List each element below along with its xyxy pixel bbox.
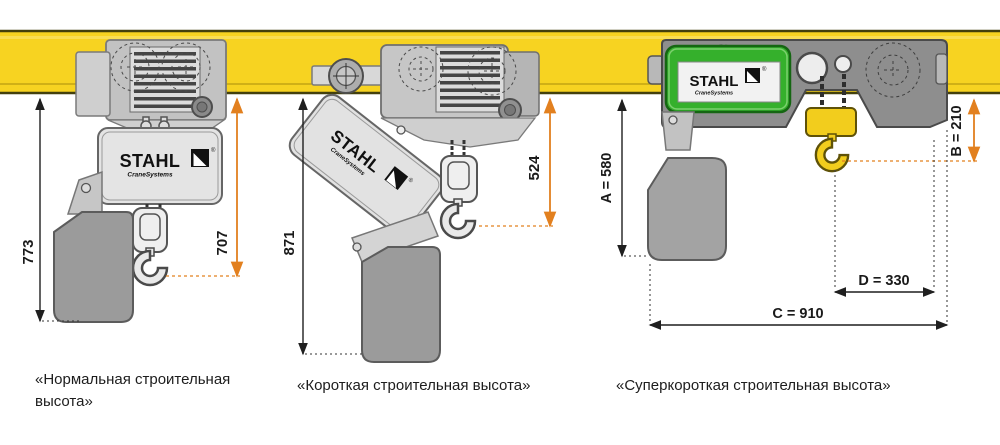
dimension-total-height-871: 871 [281, 97, 362, 356]
caption-normal-line2: высота» [35, 393, 93, 410]
dimension-label-871: 871 [281, 230, 298, 255]
hoist-super-short-headroom: STAHL ® CraneSystems ® [599, 39, 981, 330]
bag-link [350, 211, 440, 263]
limit-knob [834, 55, 852, 73]
trolley-underside [380, 117, 537, 148]
hoist-normal-headroom: STAHL CraneSystems ® 773 [20, 39, 244, 323]
caption-short: «Короткая строительная высота» [297, 377, 530, 394]
hoist-short-headroom: STAHL CraneSystems ® 871 [281, 44, 557, 363]
stahl-logo: STAHL CraneSystems ® [120, 147, 216, 179]
stahl-logo: STAHL ® CraneSystems ® [690, 66, 767, 97]
trolley-wheel-hidden-right [161, 42, 211, 92]
hook-housing [440, 155, 478, 203]
pivot-bolt [396, 125, 406, 135]
trolley-wheel-hidden-left [110, 42, 160, 92]
side-bracket [75, 51, 111, 117]
registered-mark: ® [762, 66, 767, 73]
dimension-label-B: B = 210 [949, 105, 965, 156]
dimension-label-524: 524 [526, 155, 543, 181]
brand-subname: CraneSystems [127, 172, 173, 179]
caption-super-short: «Суперкороткая строительная высота» [616, 377, 891, 394]
trolley-wheel-hidden-right [865, 42, 921, 98]
link-bolt [352, 242, 362, 252]
dimension-A-580: A = 580 [599, 98, 648, 258]
bag-bracket [661, 111, 695, 151]
dimension-label-A: A = 580 [599, 153, 615, 204]
dimension-hook-path-524: 524 [479, 97, 557, 228]
trolley-wheel-hidden-right [467, 46, 517, 96]
hoist-body-tilted: STAHL CraneSystems ® [288, 93, 445, 237]
chain-pulley [795, 51, 829, 85]
green-logo-box: STAHL ® CraneSystems ® [664, 44, 792, 114]
caption-normal-line1: «Нормальная строительная [35, 371, 230, 388]
load-hook [439, 202, 477, 240]
hook-block-yellow [805, 107, 857, 173]
trolley-wheel-hidden-left [398, 46, 444, 92]
captions: «Нормальная строительная высота» «Коротк… [35, 371, 891, 410]
dimension-extension-lines [649, 130, 948, 323]
stahl-logo-triangle [193, 153, 207, 166]
stahl-logo-triangle [386, 170, 397, 189]
dimension-total-height-773: 773 [20, 97, 80, 323]
trolley-unit [75, 39, 227, 132]
brand-subname2: CraneSystems [695, 91, 733, 97]
dimension-hook-path-707: 707 [166, 97, 244, 278]
dimension-label-707: 707 [214, 230, 231, 255]
motor-end-cap-hub [504, 104, 516, 116]
hook-assembly [439, 140, 478, 240]
dimension-label-D: D = 330 [858, 273, 909, 289]
guide-roller [328, 58, 364, 94]
dimension-B-210: B = 210 [842, 98, 981, 163]
dimension-C-910: C = 910 [648, 306, 949, 330]
hook-assembly [131, 204, 169, 287]
chain-drive [795, 51, 852, 110]
motor-end-cap-hub [196, 101, 208, 113]
dimension-label-C: C = 910 [772, 306, 823, 322]
registered-mark: ® [211, 147, 216, 154]
hoist-body: STAHL CraneSystems ® [97, 127, 223, 205]
chain-bag [361, 246, 441, 363]
dimension-label-773: 773 [20, 239, 37, 264]
buffer-tab-right [935, 53, 948, 85]
dimension-D-330: D = 330 [833, 273, 936, 297]
load-hook [131, 249, 169, 287]
load-hook [814, 137, 850, 173]
bracket-bolt [668, 115, 678, 125]
logo-plate [677, 61, 781, 103]
stahl-logo-triangle [747, 71, 758, 82]
registered-mark: ® [407, 176, 415, 185]
stahl-logo-mark [384, 166, 409, 191]
bracket-bolt [80, 182, 92, 194]
brand-name: STAHL [690, 73, 739, 90]
brand-name: STAHL [120, 151, 181, 171]
chain-bag [53, 211, 134, 323]
chain-bag [647, 157, 727, 261]
trolley-unit [380, 44, 540, 148]
